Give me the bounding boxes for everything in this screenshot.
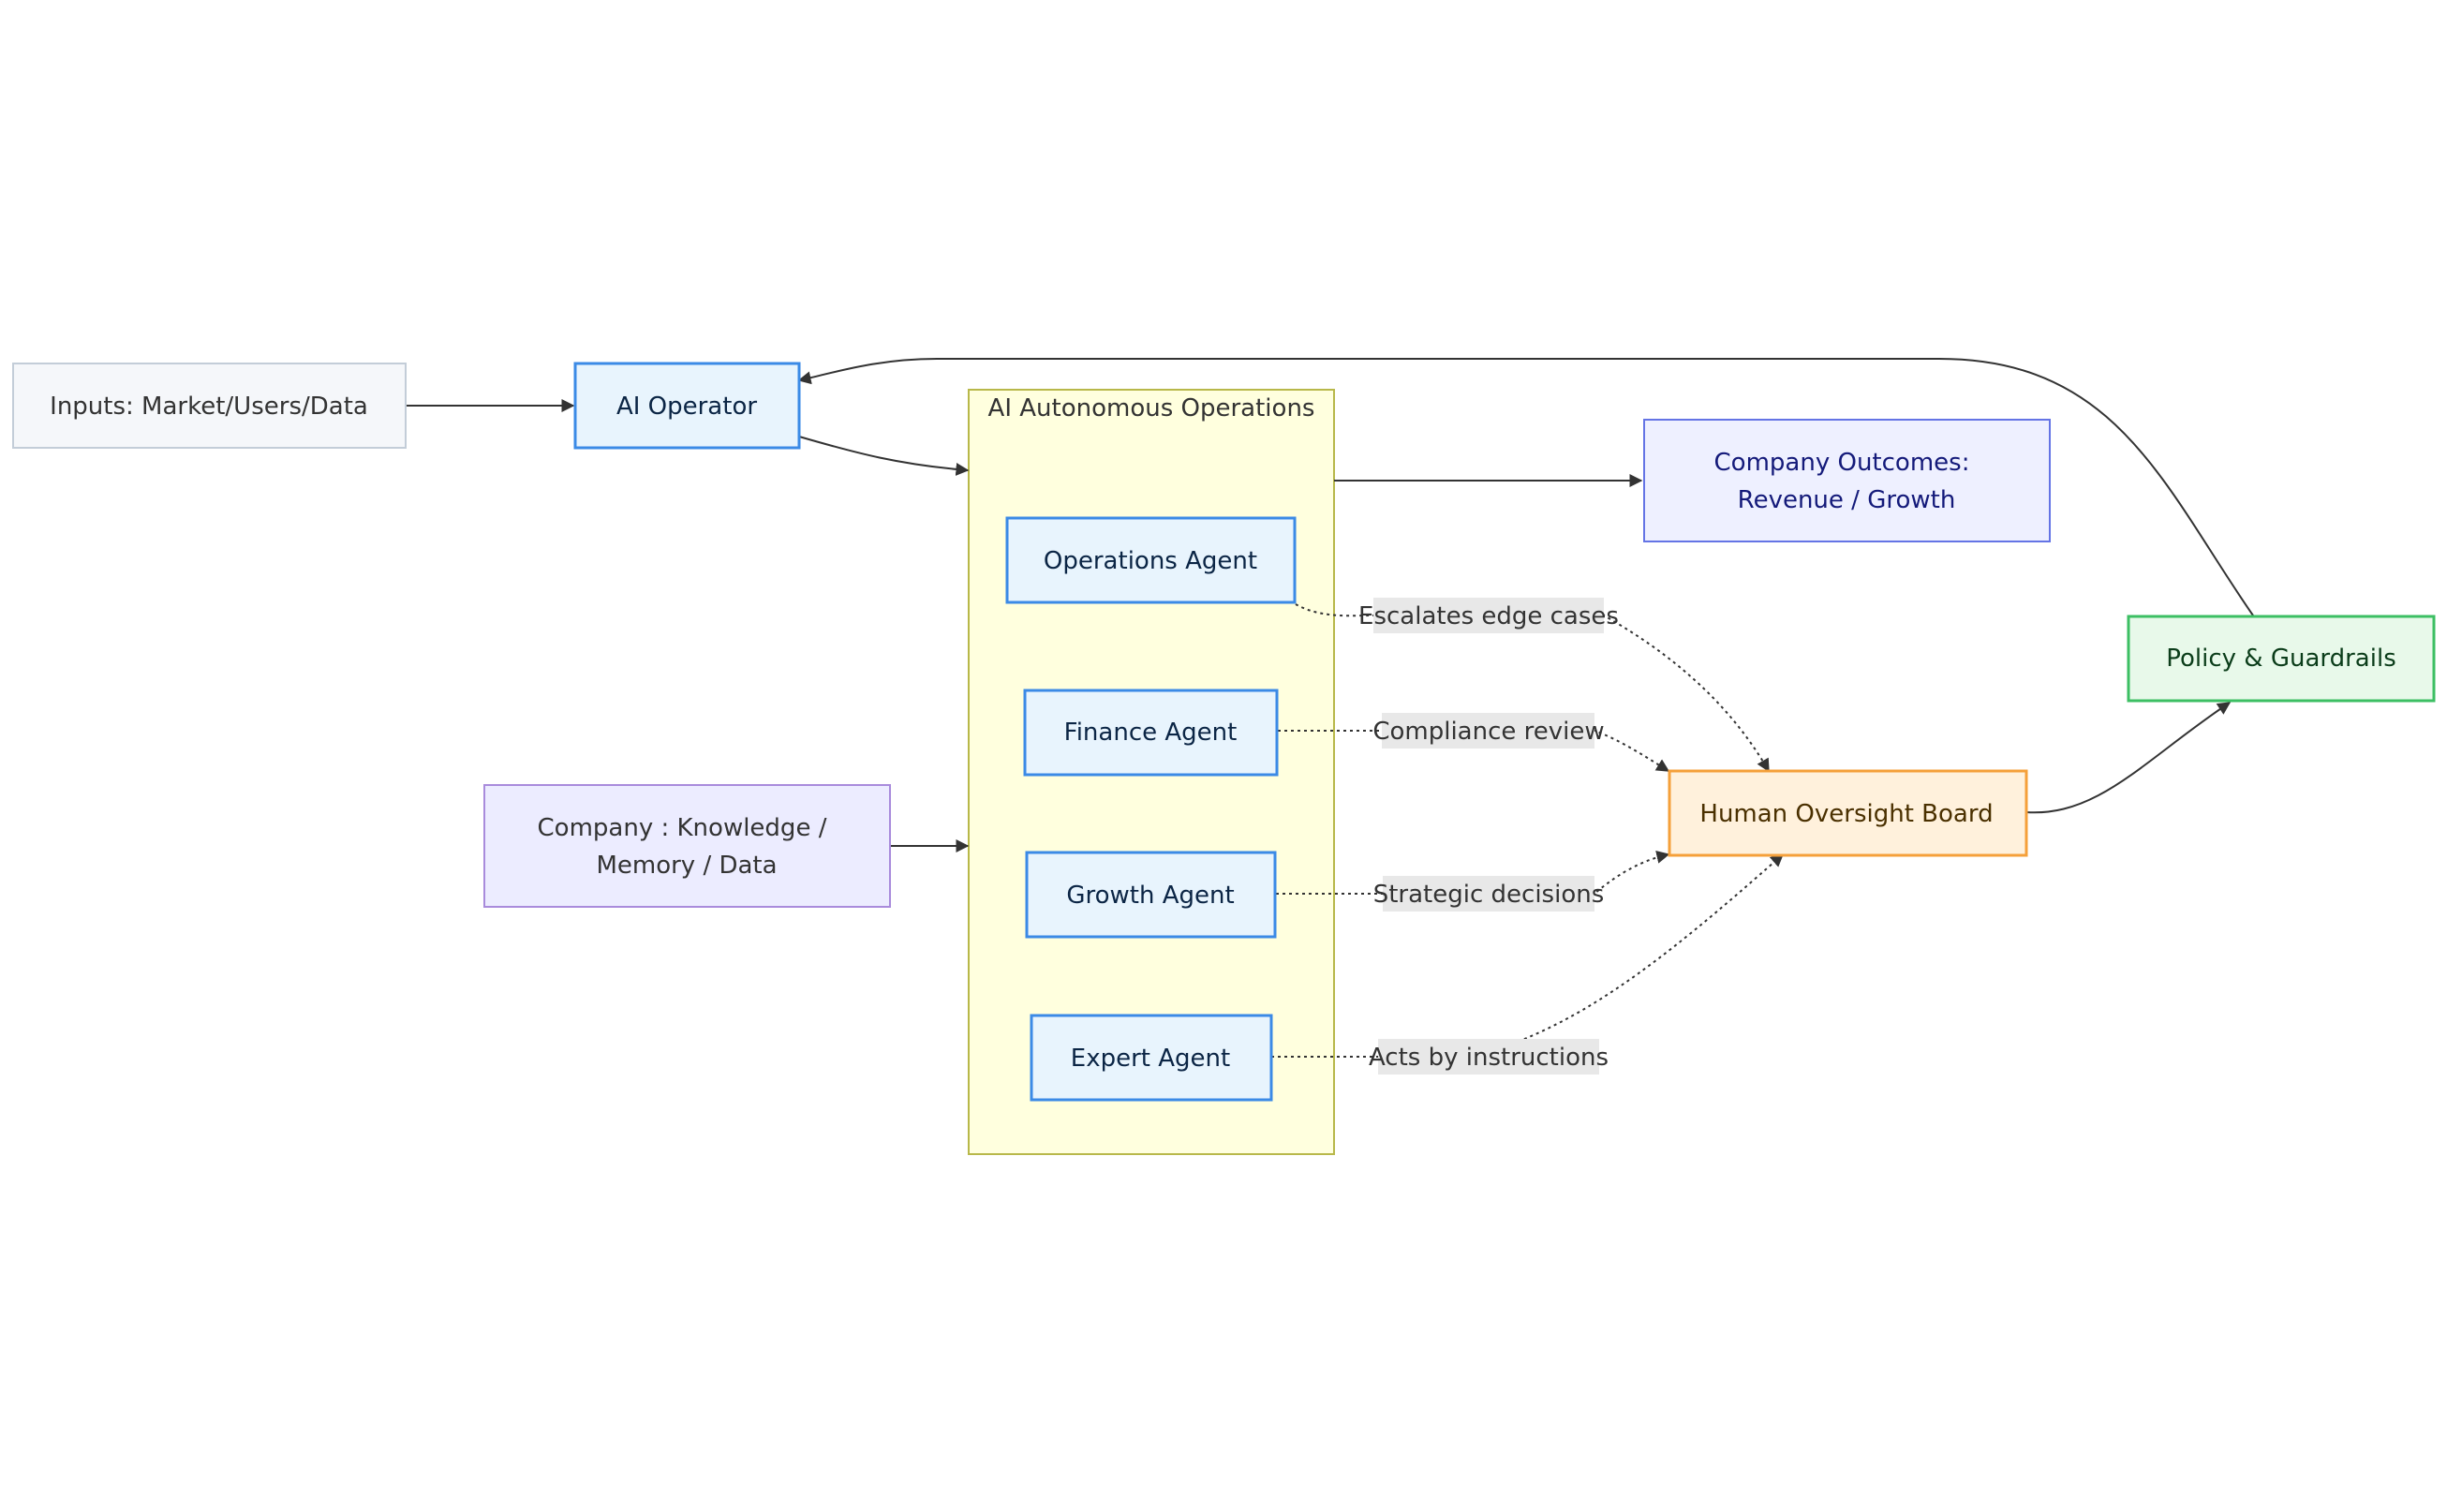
- node-human-oversight-board[interactable]: Human Oversight Board: [1668, 769, 2028, 857]
- node-company-knowledge-line2: Memory / Data: [596, 852, 777, 880]
- node-human-oversight-board-label: Human Oversight Board: [1699, 800, 1993, 828]
- node-company-knowledge[interactable]: Company : Knowledge / Memory / Data: [483, 784, 891, 908]
- node-policy-guardrails-label: Policy & Guardrails: [2166, 645, 2396, 673]
- node-ai-operator-label: AI Operator: [616, 393, 757, 421]
- node-company-knowledge-line1: Company : Knowledge /: [538, 814, 827, 842]
- node-company-outcomes[interactable]: Company Outcomes: Revenue / Growth: [1643, 419, 2051, 542]
- edge-operations-to-oversight: [1295, 603, 1770, 773]
- edge-oversight-to-policy: [2025, 702, 2232, 814]
- node-growth-agent-label: Growth Agent: [1066, 882, 1234, 910]
- node-growth-agent[interactable]: Growth Agent: [1025, 851, 1277, 939]
- node-inputs-label: Inputs: Market/Users/Data: [50, 393, 368, 421]
- edge-finance-to-oversight: [1278, 730, 1670, 772]
- edge-label-escalates: Escalates edge cases: [1358, 598, 1619, 633]
- solid-edges: [406, 358, 2254, 852]
- edge-label-acts: Acts by instructions: [1369, 1039, 1609, 1075]
- node-inputs[interactable]: Inputs: Market/Users/Data: [12, 363, 407, 449]
- edge-label-strategic-text: Strategic decisions: [1373, 881, 1605, 909]
- edge-label-compliance: Compliance review: [1372, 713, 1605, 749]
- node-policy-guardrails[interactable]: Policy & Guardrails: [2127, 615, 2436, 703]
- edge-policy-to-operator: [797, 358, 2254, 616]
- node-finance-agent[interactable]: Finance Agent: [1023, 689, 1279, 777]
- node-company-outcomes-line1: Company Outcomes:: [1714, 449, 1970, 477]
- edge-operator-to-cluster: [798, 436, 970, 476]
- node-operations-agent[interactable]: Operations Agent: [1005, 516, 1297, 604]
- edge-label-acts-text: Acts by instructions: [1369, 1044, 1609, 1072]
- edge-label-compliance-text: Compliance review: [1372, 718, 1604, 746]
- node-expert-agent[interactable]: Expert Agent: [1030, 1014, 1273, 1102]
- edge-label-strategic: Strategic decisions: [1373, 876, 1605, 912]
- node-expert-agent-label: Expert Agent: [1071, 1045, 1230, 1073]
- node-ai-operator[interactable]: AI Operator: [573, 362, 801, 450]
- node-finance-agent-label: Finance Agent: [1064, 719, 1238, 747]
- edge-growth-to-oversight: [1276, 851, 1670, 895]
- cluster-title: AI Autonomous Operations: [988, 394, 1315, 422]
- node-operations-agent-label: Operations Agent: [1044, 547, 1257, 575]
- edge-label-escalates-text: Escalates edge cases: [1358, 602, 1619, 630]
- node-company-outcomes-line2: Revenue / Growth: [1738, 486, 1956, 514]
